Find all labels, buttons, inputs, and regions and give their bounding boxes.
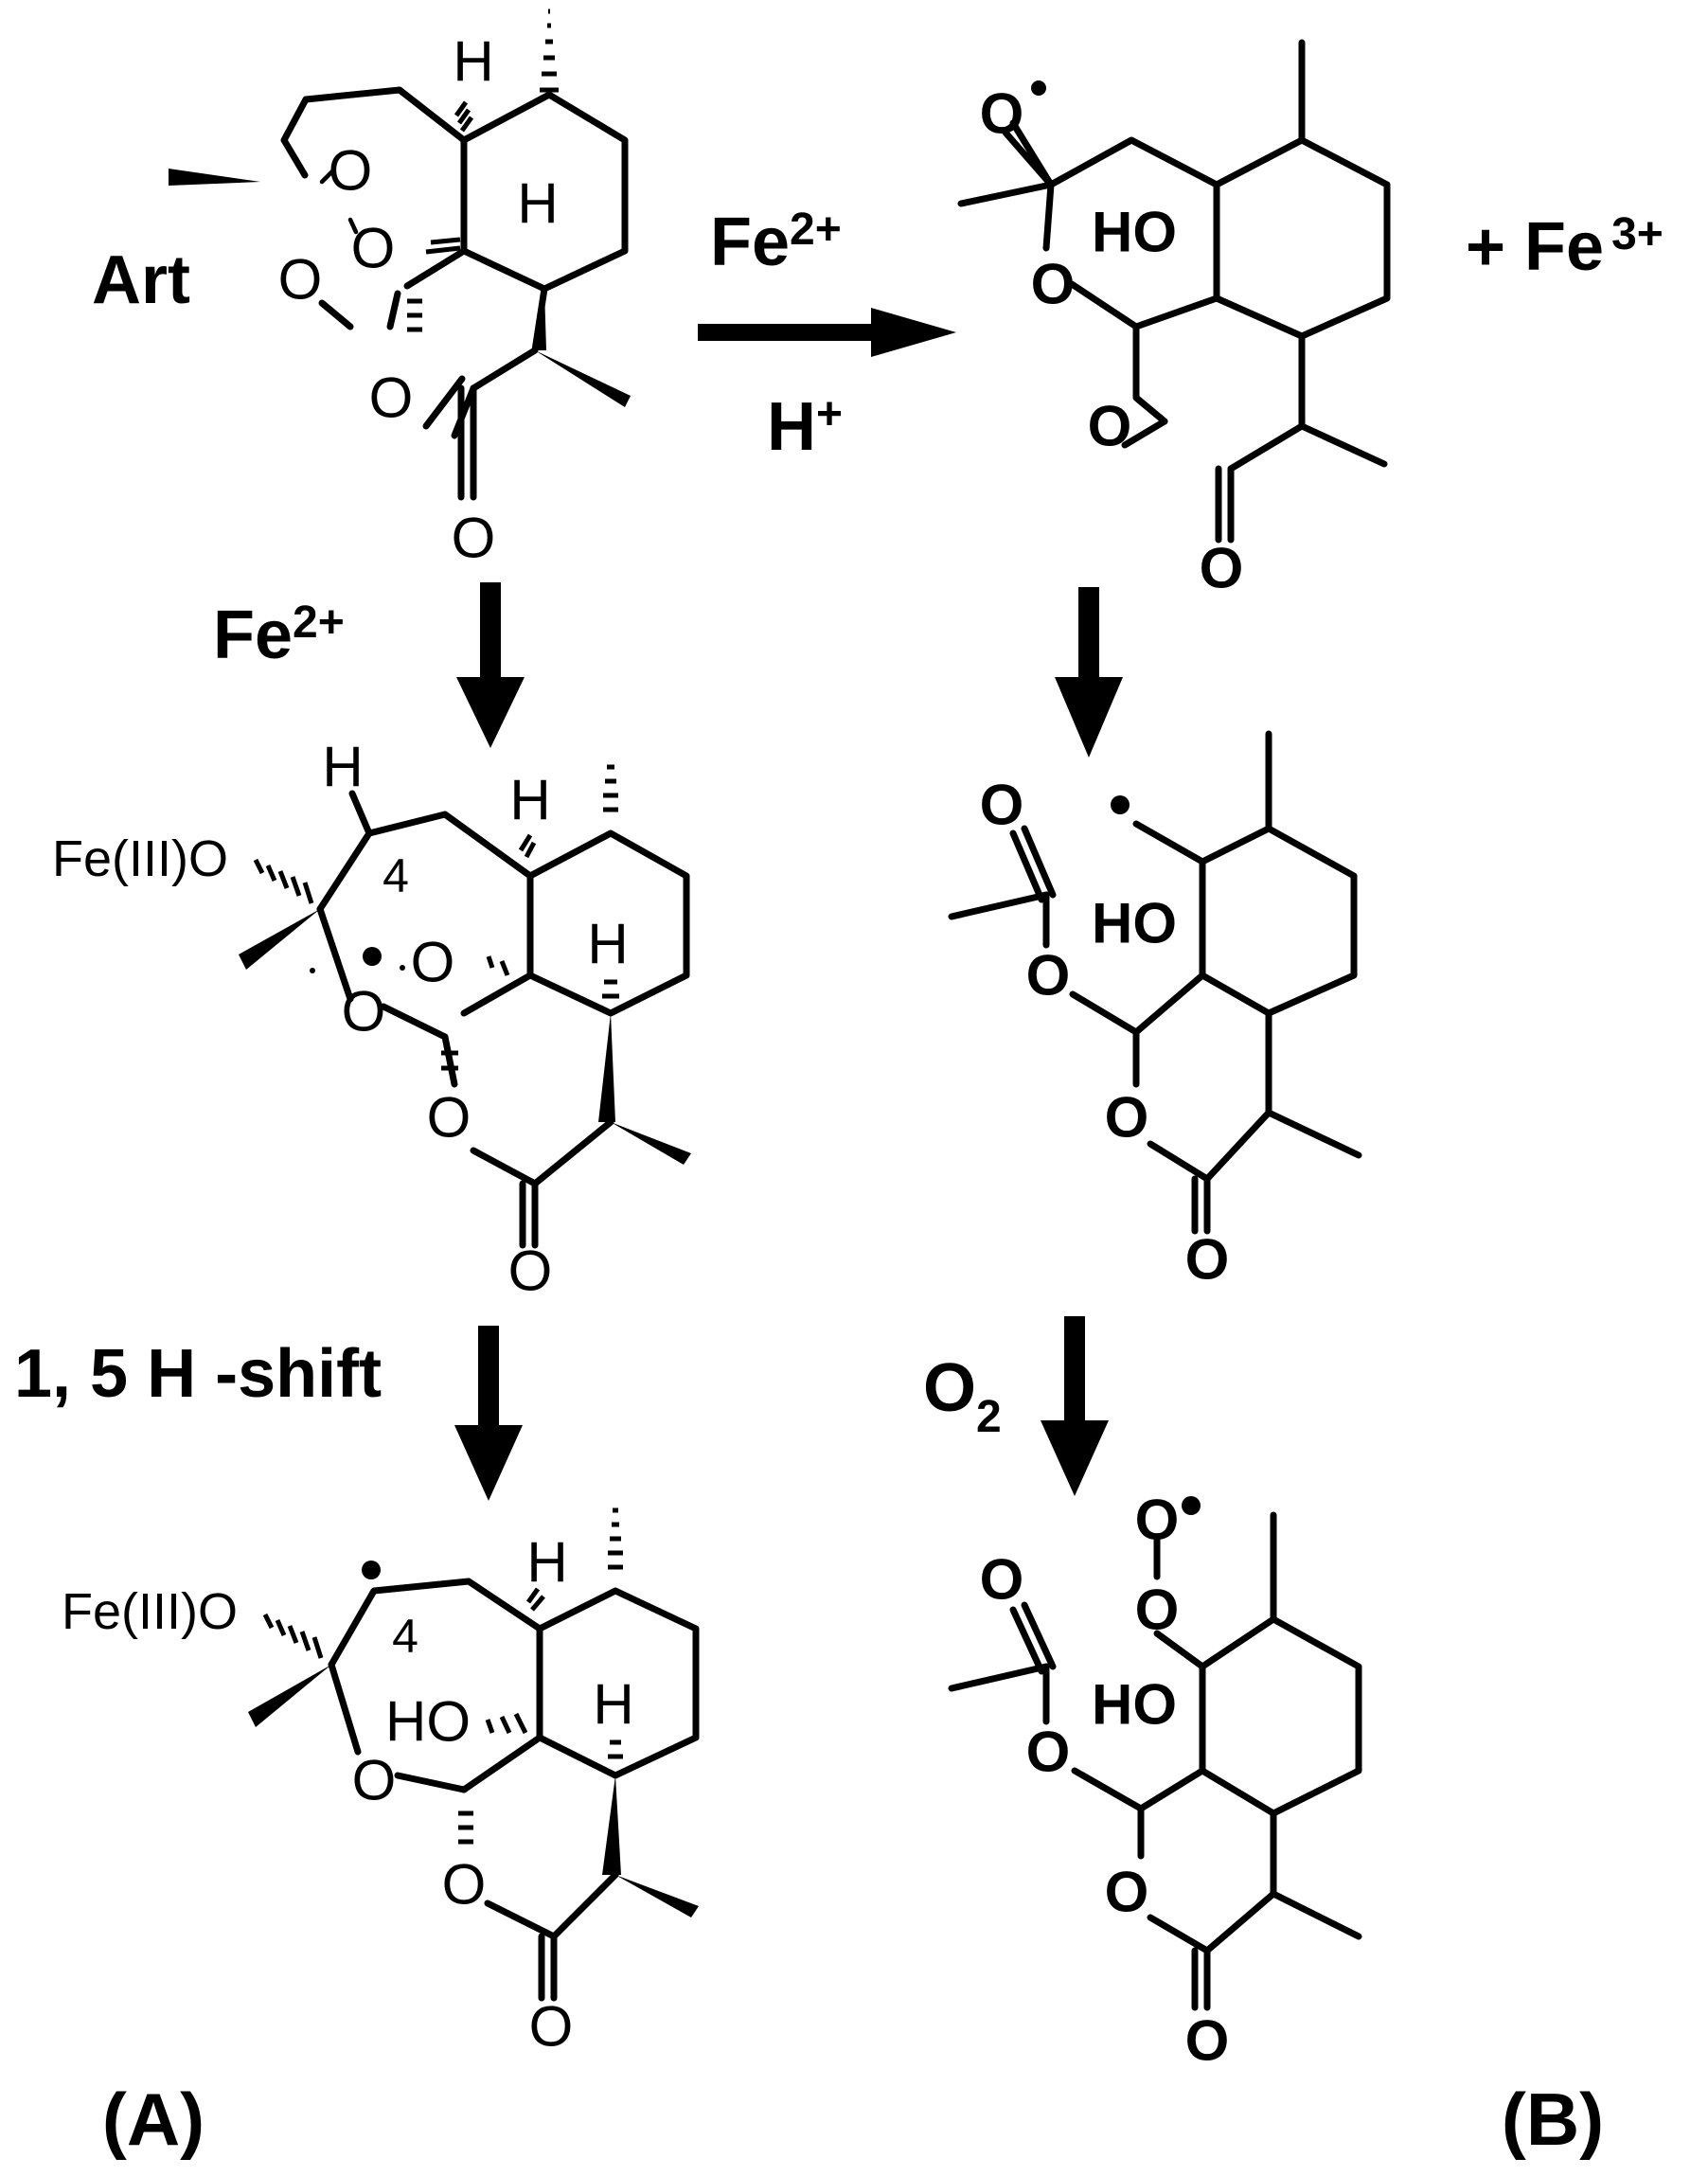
o-atom: O: [1185, 1228, 1230, 1292]
svg-text:+ Fe3+: + Fe3+: [1466, 209, 1664, 285]
fe-iii-o-label: Fe(III)O: [52, 830, 228, 887]
o-atom: O: [1088, 395, 1132, 458]
fe3-charge: 3+: [1611, 209, 1664, 259]
svg-text:H+: H+: [767, 389, 843, 465]
fe-iii-o-label: Fe(III)O: [62, 1583, 238, 1640]
h-atom: H: [322, 736, 363, 799]
peroxyl-radical-structure: O O O O HO O O: [948, 1489, 1362, 2073]
h-atom: H: [453, 30, 493, 94]
svg-text:Fe2+: Fe2+: [213, 598, 345, 673]
o-atom: O: [278, 248, 323, 312]
fe2-left-label: Fe: [213, 598, 293, 673]
h-atom: H: [526, 1531, 567, 1595]
o2-label: O: [923, 1350, 976, 1426]
carbon-radical-structure: O O HO O O: [948, 730, 1362, 1292]
o-atom: O: [1105, 1861, 1149, 1924]
o-atom: O: [352, 1749, 397, 1812]
radical-dot: [1182, 1496, 1201, 1515]
o-atom: O: [411, 931, 455, 994]
arrow-down-left-1: [456, 582, 525, 748]
svg-text:O2: O2: [923, 1350, 1002, 1442]
h-plus-label: H: [767, 389, 816, 465]
arrow-down-right-2: O2: [923, 1316, 1109, 1496]
o-atom: O: [1200, 537, 1244, 600]
o-atom: O: [1105, 1086, 1149, 1150]
o-atom: O: [980, 82, 1024, 146]
o-atom: O: [1026, 944, 1071, 1008]
h-plus-charge: +: [816, 389, 843, 439]
ho-group: HO: [1092, 1673, 1177, 1737]
o-atom: O: [508, 1240, 553, 1303]
o-atom: O: [1185, 2009, 1230, 2073]
o-atom: O: [1031, 253, 1076, 316]
h-atom: H: [593, 1673, 633, 1737]
o-atom: O: [980, 1548, 1024, 1612]
radical-dot: [362, 1561, 381, 1579]
fe2-left-charge: 2+: [293, 598, 345, 648]
arrow-right: Fe2+ H+: [698, 205, 956, 465]
c4-radical-structure: Fe(III)O: [62, 1507, 700, 2059]
position-4-label: 4: [383, 849, 409, 902]
position-4-label: 4: [392, 1610, 418, 1663]
arrow-down-left-2: 1, 5 H -shift: [14, 1326, 523, 1501]
h-atom: H: [509, 769, 550, 832]
h-shift-label: 1, 5 H -shift: [14, 1336, 382, 1412]
fe2-top-label: Fe: [710, 205, 790, 280]
o-atom: O: [442, 1853, 487, 1917]
radical-dot: [1031, 80, 1046, 96]
panel-a-label: (A): [102, 2078, 205, 2161]
fe2-top-charge: 2+: [790, 205, 842, 255]
o-atom: O: [1135, 1578, 1180, 1642]
ho-group: HO: [385, 1690, 471, 1754]
o-atom: O: [329, 139, 373, 203]
radical-dot: [1111, 795, 1130, 814]
arrow-down-right-1: [1055, 587, 1123, 758]
fe-oxy-radical-structure: Fe(III)O: [52, 736, 691, 1303]
artemisinin-structure: H H O O O O O Art: [92, 9, 631, 570]
o-atom: O: [529, 1995, 574, 2059]
radical-dot: [363, 947, 382, 966]
o-atom: O: [342, 980, 386, 1043]
panel-b-label: (B): [1502, 2078, 1604, 2161]
h-atom: H: [587, 913, 628, 976]
h-atom: H: [517, 172, 558, 236]
o-atom: O: [1026, 1721, 1071, 1784]
ho-group: HO: [1092, 201, 1177, 264]
o2-subscript: 2: [976, 1392, 1002, 1442]
o-atom: O: [427, 1086, 471, 1150]
o-atom: O: [351, 217, 396, 280]
svg-text:Fe2+: Fe2+: [710, 205, 842, 280]
art-label: Art: [92, 242, 190, 318]
o-atom: O: [1135, 1489, 1180, 1552]
fe3-label: + Fe: [1466, 209, 1604, 285]
o-atom: O: [452, 507, 496, 570]
ho-group: HO: [1092, 892, 1177, 955]
o-atom: O: [980, 774, 1024, 837]
o-atom: O: [369, 366, 414, 430]
